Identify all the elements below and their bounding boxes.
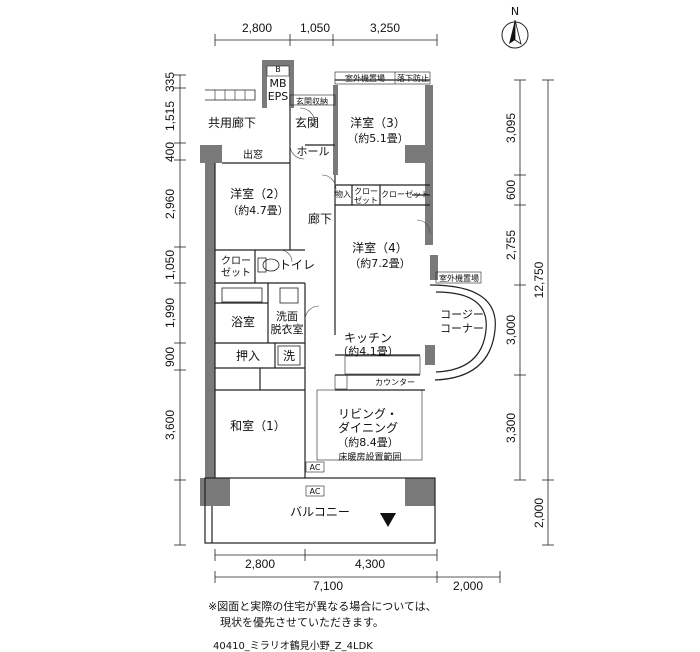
western4-name: 洋室（4）	[352, 240, 408, 255]
dim-right-3: 2,755	[504, 230, 518, 260]
western3-name: 洋室（3）	[350, 115, 406, 130]
shared-corridor-label: 共用廊下	[208, 115, 256, 130]
dimension-lines	[174, 34, 554, 583]
closet-small-1: クロー	[354, 187, 378, 196]
north-compass: N	[501, 5, 529, 49]
note-line-2: 現状を優先させていただきます。	[220, 616, 384, 629]
dim-right-5: 3,300	[504, 413, 518, 443]
dim-left-3: 400	[163, 142, 177, 162]
western3-size: （約5.1畳）	[347, 131, 409, 145]
storage-label: 物入	[335, 189, 351, 199]
bath-label: 浴室	[231, 314, 255, 329]
dim-top-2: 1,050	[300, 21, 330, 35]
bay-window-label: 出窓	[243, 148, 263, 161]
western2-name: 洋室（2）	[230, 186, 286, 201]
dims-left: 335 1,515 400 2,960 1,050 1,990 900 3,60…	[163, 72, 177, 440]
dim-top-1: 2,800	[242, 21, 272, 35]
dim-bottom-3: 7,100	[313, 579, 343, 593]
closet-small-2: ゼット	[354, 195, 378, 205]
washroom-1: 洗面	[276, 310, 298, 323]
dims-right: 3,095 600 2,755 3,000 3,300 12,750 2,000	[504, 113, 546, 528]
outdoor-unit-right-label: 室外機置場	[439, 273, 479, 283]
closet-left-1: クロー	[221, 255, 251, 267]
dim-left-2: 1,515	[163, 101, 177, 131]
dim-left-4: 2,960	[163, 189, 177, 219]
japanese-room-label: 和室（1）	[230, 418, 286, 433]
note-line-1: ※図面と実際の住宅が異なる場合については、	[208, 600, 437, 613]
dim-left-5: 1,050	[163, 250, 177, 280]
western2-size: （約4.7畳）	[227, 203, 289, 217]
mb-label: MB	[269, 77, 286, 90]
balcony-label: バルコニー	[290, 505, 350, 519]
living-2: ダイニング	[338, 420, 398, 435]
cozy-1: コージー	[440, 308, 484, 321]
balcony-drain-icon	[380, 513, 396, 527]
fall-prevention-label: 落下防止	[397, 73, 429, 83]
dim-right-7: 2,000	[532, 498, 546, 528]
dim-left-7: 900	[163, 347, 177, 367]
cozy-2: コーナー	[440, 322, 484, 335]
kitchen-size: （約4.1畳）	[337, 344, 399, 358]
room-labels: B MB EPS 共用廊下 玄関収納 玄関 出窓 ホール 室外機置場 落下防止 …	[208, 65, 484, 519]
ac-label-2: AC	[310, 487, 321, 496]
living-size: （約8.4畳）	[337, 435, 399, 449]
washer-label: 洗	[283, 349, 295, 363]
partitions	[204, 65, 496, 544]
corridor-label: 廊下	[308, 211, 332, 226]
compass-label: N	[511, 5, 519, 18]
ac-label-1: AC	[310, 463, 321, 472]
counter-label: カウンター	[375, 378, 415, 387]
plan-caption: 40410_ミラリオ鶴見小野_Z_4LDK	[213, 641, 373, 652]
dim-right-4: 3,000	[504, 315, 518, 345]
dim-right-1: 3,095	[504, 113, 518, 143]
oshiire-label: 押入	[236, 349, 260, 363]
dim-left-6: 1,990	[163, 298, 177, 328]
outdoor-unit-top-label: 室外機置場	[345, 73, 385, 83]
dim-left-1: 335	[163, 72, 177, 92]
floor-heating-label: 床暖房設置範囲	[338, 451, 401, 463]
dim-top-3: 3,250	[370, 21, 400, 35]
mb-b-label: B	[275, 65, 281, 74]
dim-bottom-2: 4,300	[355, 557, 385, 571]
dim-right-2: 600	[504, 180, 518, 200]
kitchen-name: キッチン	[344, 331, 392, 345]
hall-label: ホール	[297, 145, 330, 158]
dim-right-6: 12,750	[532, 261, 546, 298]
dim-bottom-4: 2,000	[453, 579, 483, 593]
closet-label: クローゼット	[381, 189, 429, 199]
living-1: リビング・	[338, 407, 398, 421]
closet-left-2: ゼット	[221, 267, 251, 279]
washroom-2: 脱衣室	[271, 322, 304, 336]
door-swings	[279, 107, 431, 321]
entrance-storage-label: 玄関収納	[296, 96, 328, 106]
eps-label: EPS	[268, 90, 289, 103]
dim-left-8: 3,600	[163, 410, 177, 440]
dim-bottom-1: 2,800	[245, 557, 275, 571]
entrance-label: 玄関	[295, 115, 319, 130]
western4-size: （約7.2畳）	[349, 256, 411, 270]
toilet-label: トイレ	[279, 258, 315, 272]
